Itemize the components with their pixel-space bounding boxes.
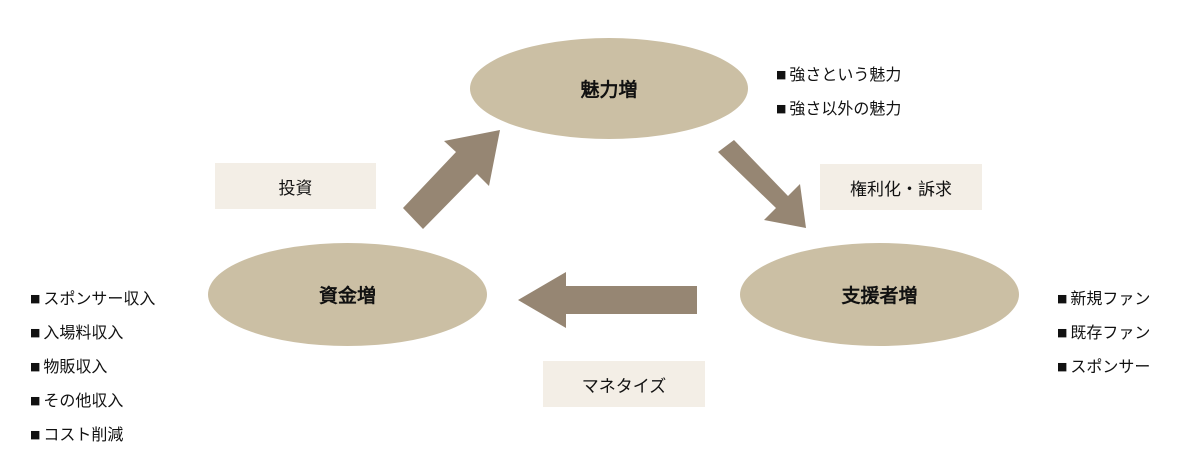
node-attraction: 魅力増 [470,38,748,139]
list-item: 入場料収入 [30,317,155,351]
supporters-list: 新規ファン 既存ファン スポンサー [1057,283,1150,385]
edge-invest-label: 投資 [215,163,376,209]
arrow-rights [718,140,806,228]
list-item: 物販収入 [30,351,155,385]
list-item: 既存ファン [1057,317,1150,351]
list-item: 新規ファン [1057,283,1150,317]
list-item: コスト削減 [30,419,155,453]
node-funds: 資金増 [208,243,487,346]
arrow-invest [403,130,500,229]
node-funds-label: 資金増 [318,285,376,307]
node-supporters-label: 支援者増 [841,285,918,307]
attraction-list: 強さという魅力 強さ以外の魅力 [776,59,901,127]
list-item: 強さ以外の魅力 [776,93,901,127]
node-supporters: 支援者増 [740,243,1019,346]
list-item: 強さという魅力 [776,59,901,93]
list-item: その他収入 [30,385,155,419]
arrow-monetize [518,272,697,328]
edge-monetize-label: マネタイズ [543,361,705,407]
funds-list: スポンサー収入 入場料収入 物販収入 その他収入 コスト削減 [30,283,155,453]
list-item: スポンサー収入 [30,283,155,317]
node-attraction-label: 魅力増 [580,79,638,101]
edge-rights-label: 権利化・訴求 [820,164,982,210]
list-item: スポンサー [1057,351,1150,385]
